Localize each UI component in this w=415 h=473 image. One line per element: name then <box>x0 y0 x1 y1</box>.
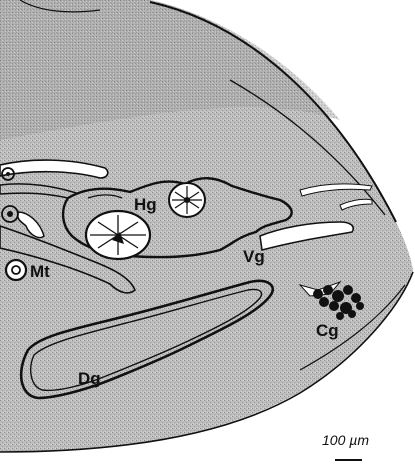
label-mt: Mt <box>30 262 50 281</box>
label-vg: Vg <box>243 247 265 266</box>
tubule-cross-section <box>7 211 13 217</box>
label-cg: Cg <box>316 321 339 340</box>
tubule-cross-section <box>6 172 10 176</box>
label-hg: Hg <box>134 195 157 214</box>
gland-acinus <box>86 211 150 259</box>
malpighian-tubule <box>6 260 26 280</box>
hg-gland <box>169 183 205 217</box>
scale-bar-label: 100 µm <box>322 432 369 448</box>
label-dg: Dg <box>78 369 101 388</box>
